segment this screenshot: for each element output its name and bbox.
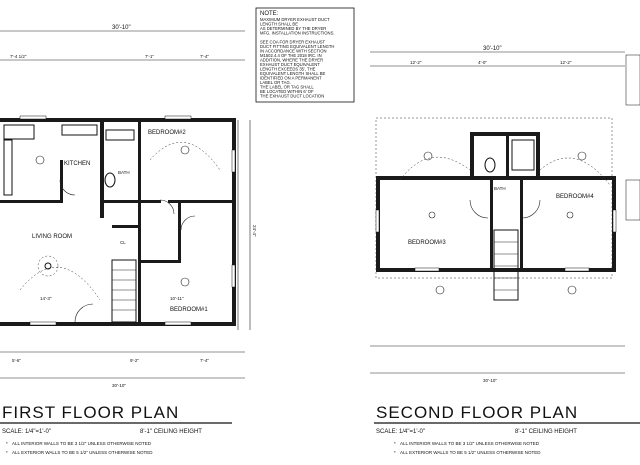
note-line: MFG. INSTALLATION INSTRUCTIONS. [260,31,335,36]
sf-bullet-2: * [394,450,396,455]
sf-overall-width: 30'-10" [483,46,502,52]
note-line: EXHAUST DUCT EQUIVALENT [260,62,320,67]
ff-bullet-1: * [6,441,8,446]
note-line: EQUIVALENT LENGTH SHALL BE [260,71,326,76]
sf-bottom-width: 30'-10" [483,378,497,383]
ff-bedroom2-label: BEDROOM#2 [148,130,186,136]
sf-dim-t1: 12'-2" [410,60,422,65]
ff-overall-width: 30'-10" [112,25,131,31]
sf-bullet-1: * [394,441,396,446]
first-floor-plan: 30'-10" 7'-4 1/2" 7'-1" 7'-4" 24'-4" [0,25,257,455]
sf-dim-t3: 12'-2" [560,60,572,65]
note-line: IN ACCORDANCE WITH SECTION [260,49,327,54]
sf-dim-t2: 4'-0" [478,60,487,65]
ff-ceiling: 8'-1" CEILING HEIGHT [140,429,202,435]
sf-bath-label: BATH [494,186,506,191]
note-line: LABEL OR TAG. [260,80,291,85]
note-line: THE EXHAUST DUCT LOCATION [260,94,324,99]
ff-living-dim: 14'-3" [40,296,52,301]
note-line: ADDITION, WHERE THE DRYER [260,58,323,63]
note-heading: NOTE: [260,11,279,17]
ff-depth-dim: 24'-4" [252,225,257,237]
ff-title: FIRST FLOOR PLAN [2,403,179,422]
sf-bedroom4-label: BEDROOM#4 [556,194,594,200]
ff-dim-b1: 5'-6" [12,358,21,363]
sf-note-exterior: ALL EXTERIOR WALLS TO BE 5 1/2" UNLESS O… [400,450,541,455]
ff-note-exterior: ALL EXTERIOR WALLS TO BE 5 1/2" UNLESS O… [12,450,153,455]
sf-scale: SCALE: 1/4"=1'-0" [376,429,425,435]
note-line: LENGTH SHALL BE [260,22,298,27]
ff-dim-t3: 7'-4" [200,54,209,59]
sf-stair [493,229,519,301]
note-line: BE LOCATED WITHIN 6' OF [260,89,314,94]
ff-bedroom1-label: BEDROOM#1 [170,307,208,313]
ff-dim-b2: 9'-2" [130,358,139,363]
note-line: M1502.4.4 OF THE 2018 IRC. IN [260,53,322,58]
ff-scale: SCALE: 1/4"=1'-0" [2,429,51,435]
note-line: SEE COA FOR DRYER EXHAUST [260,40,326,45]
note-line: LENGTH EXCEEDS 35', THE [260,67,316,72]
ff-living-label: LIVING ROOM [32,234,72,240]
ff-bath-label: BATH [118,170,130,175]
sf-title: SECOND FLOOR PLAN [376,403,578,422]
ff-dim-t1: 7'-4 1/2" [10,54,27,59]
ff-bullet-2: * [6,450,8,455]
ff-stair [111,259,137,323]
ff-dim-b3: 7'-4" [200,358,209,363]
ff-kitchen-label: KITCHEN [64,161,90,167]
note-line: THE LABEL OR TAG SHALL [260,85,314,90]
second-floor-plan: 30'-10" 12'-2" 4'-0" 12'-2" [370,46,640,455]
note-line: MAXIMUM DRYER EXHAUST DUCT [260,17,330,22]
ff-dim-t2: 7'-1" [145,54,154,59]
ff-bed-dim: 10'-11" [170,296,184,301]
ff-closet-label: CL [120,240,126,245]
note-line: AS DETERMINED BY THE DRYER [260,26,326,31]
sf-bedroom3-label: BEDROOM#3 [408,240,446,246]
sf-note-interior: ALL INTERIOR WALLS TO BE 3 1/2" UNLESS O… [400,441,540,446]
note-line: DUCT FITTING EQUIVALENT LENGTH [260,44,334,49]
note-line: IDENTIFIED ON A PERMANENT [260,76,322,81]
ff-bottom-width: 30'-10" [112,383,126,388]
sf-ceiling: 8'-1" CEILING HEIGHT [515,429,577,435]
ff-note-interior: ALL INTERIOR WALLS TO BE 3 1/2" UNLESS O… [12,441,152,446]
